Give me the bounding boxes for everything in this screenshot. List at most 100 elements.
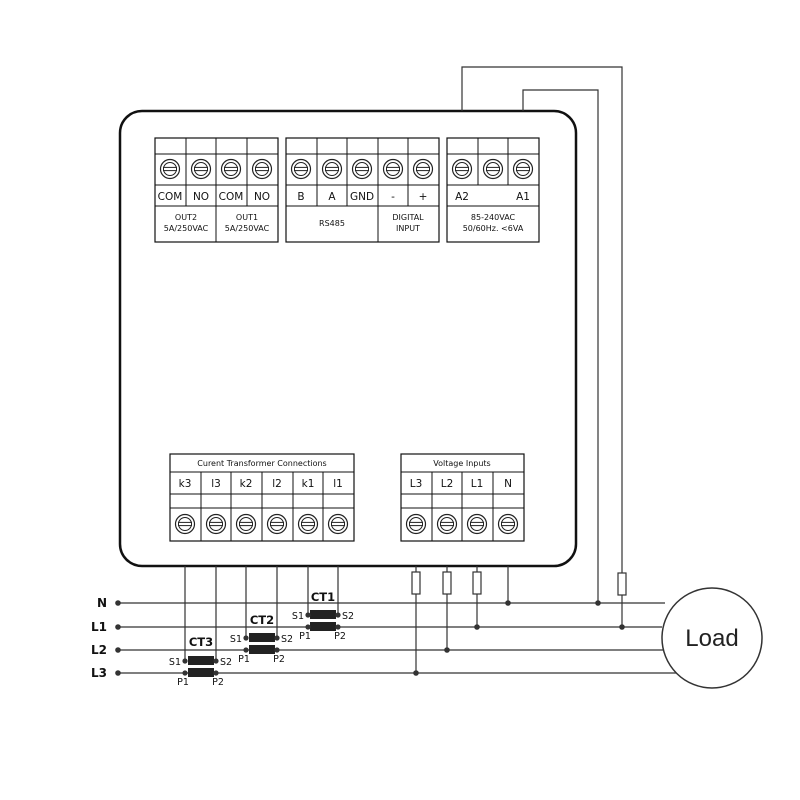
ct3-s1-label: S1 bbox=[169, 657, 181, 668]
terminal-n-v: N bbox=[504, 478, 512, 490]
ct1-core-bottom bbox=[310, 622, 336, 631]
terminal-a: A bbox=[328, 191, 336, 203]
ct-screws bbox=[174, 513, 349, 535]
power-supply-block: A2 A1 85-240VAC 50/60Hz. <6VA bbox=[446, 137, 540, 243]
line-label-l2: L2 bbox=[91, 643, 107, 657]
ct-connections-block: Curent Transformer Connections k3 l3 k2 … bbox=[169, 453, 355, 542]
screw-terminal-icon bbox=[235, 513, 257, 535]
ct2-s1-label: S1 bbox=[230, 634, 242, 645]
screw-terminal-icon bbox=[351, 158, 373, 180]
power-block-frame bbox=[446, 137, 540, 243]
terminal-a2: A2 bbox=[455, 191, 469, 203]
ct3-p2-label: P2 bbox=[212, 677, 224, 688]
power-block-grid bbox=[447, 138, 539, 207]
load-circle bbox=[661, 587, 763, 689]
ct2: CT2 S1 S2 P1 P2 bbox=[230, 613, 293, 665]
terminal-plus: + bbox=[419, 191, 428, 203]
ct2-label: CT2 bbox=[250, 613, 274, 627]
ct2-p2-label: P2 bbox=[273, 654, 285, 665]
ct-block-title: Curent Transformer Connections bbox=[197, 459, 326, 468]
screw-terminal-icon bbox=[321, 158, 343, 180]
line-label-n: N bbox=[97, 596, 107, 610]
screw-terminal-icon bbox=[497, 513, 519, 535]
line-start-dots bbox=[115, 600, 121, 676]
relay-block-grid bbox=[155, 138, 278, 242]
screw-terminal-icon bbox=[190, 158, 212, 180]
ct1-s2-label: S2 bbox=[342, 611, 354, 622]
relay-terminal-no-1: NO bbox=[254, 191, 270, 203]
relay-output-block: COM NO COM NO OUT2 5A/250VAC OUT1 5A/250… bbox=[154, 137, 279, 243]
ct3-p1-label: P1 bbox=[177, 677, 189, 688]
screw-terminal-icon bbox=[466, 513, 488, 535]
voltage-block-grid bbox=[401, 471, 524, 541]
screw-terminal-icon bbox=[174, 513, 196, 535]
terminal-l3-ct: l3 bbox=[211, 478, 221, 490]
screw-terminal-icon bbox=[382, 158, 404, 180]
screw-terminal-icon bbox=[405, 513, 427, 535]
screw-terminal-icon bbox=[220, 158, 242, 180]
ct3-core-top bbox=[188, 656, 214, 665]
load-label: Load bbox=[685, 625, 738, 652]
relay-terminal-no-2: NO bbox=[193, 191, 209, 203]
rs485-label: RS485 bbox=[319, 219, 345, 228]
power-fuse bbox=[617, 572, 627, 596]
terminal-l3-v: L3 bbox=[410, 478, 423, 490]
power-junctions bbox=[595, 600, 625, 630]
screw-terminal-icon bbox=[205, 513, 227, 535]
out2-label: OUT2 bbox=[175, 213, 197, 222]
ct1-label: CT1 bbox=[311, 590, 335, 604]
supply-frequency-label: 50/60Hz. <6VA bbox=[463, 224, 524, 233]
voltage-fuses bbox=[411, 571, 482, 595]
fuse-l2 bbox=[442, 571, 452, 595]
terminal-l1-ct: l1 bbox=[333, 478, 343, 490]
terminal-a1: A1 bbox=[516, 191, 530, 203]
voltage-junctions bbox=[413, 600, 511, 676]
ct1-core-top bbox=[310, 610, 336, 619]
terminal-gnd: GND bbox=[350, 191, 374, 203]
screw-terminal-icon bbox=[266, 513, 288, 535]
ct1-p2-label: P2 bbox=[334, 631, 346, 642]
ct2-core-bottom bbox=[249, 645, 275, 654]
voltage-block-title: Voltage Inputs bbox=[433, 459, 490, 468]
ct1-p1-label: P1 bbox=[299, 631, 311, 642]
a1-feed-wire bbox=[522, 89, 599, 603]
ct3: CT3 S1 S2 P1 P2 bbox=[169, 635, 232, 688]
meter-housing bbox=[118, 109, 578, 568]
ct3-label: CT3 bbox=[189, 635, 213, 649]
digital-input-label-2: INPUT bbox=[396, 224, 420, 233]
screw-terminal-icon bbox=[412, 158, 434, 180]
out2-rating: 5A/250VAC bbox=[164, 224, 209, 233]
power-feed-wires bbox=[461, 66, 623, 627]
terminal-k1: k1 bbox=[302, 478, 315, 490]
ct-wires bbox=[184, 566, 339, 661]
line-label-l1: L1 bbox=[91, 620, 107, 634]
terminal-l2-ct: l2 bbox=[272, 478, 282, 490]
screw-terminal-icon bbox=[251, 158, 273, 180]
terminal-b: B bbox=[297, 191, 304, 203]
a2-feed-wire bbox=[461, 66, 623, 627]
comm-screws bbox=[290, 158, 434, 180]
fuse-l3 bbox=[411, 571, 421, 595]
screw-terminal-icon bbox=[512, 158, 534, 180]
screw-terminal-icon bbox=[297, 513, 319, 535]
ct2-core-top bbox=[249, 633, 275, 642]
power-screws bbox=[451, 158, 534, 180]
screw-terminal-icon bbox=[482, 158, 504, 180]
ct-block-grid bbox=[170, 471, 354, 541]
terminal-k3: k3 bbox=[179, 478, 192, 490]
screw-terminal-icon bbox=[290, 158, 312, 180]
ct1-s1-label: S1 bbox=[292, 611, 304, 622]
relay-screws bbox=[159, 158, 273, 180]
screw-terminal-icon bbox=[327, 513, 349, 535]
terminal-minus: - bbox=[391, 191, 395, 203]
ct2-s2-label: S2 bbox=[281, 634, 293, 645]
out1-rating: 5A/250VAC bbox=[225, 224, 270, 233]
terminal-l2-v: L2 bbox=[441, 478, 454, 490]
screw-terminal-icon bbox=[159, 158, 181, 180]
ct2-p1-label: P1 bbox=[238, 654, 250, 665]
terminal-l1-v: L1 bbox=[471, 478, 484, 490]
ct3-core-bottom bbox=[188, 668, 214, 677]
digital-input-label-1: DIGITAL bbox=[392, 213, 424, 222]
comm-block-frame bbox=[285, 137, 440, 243]
